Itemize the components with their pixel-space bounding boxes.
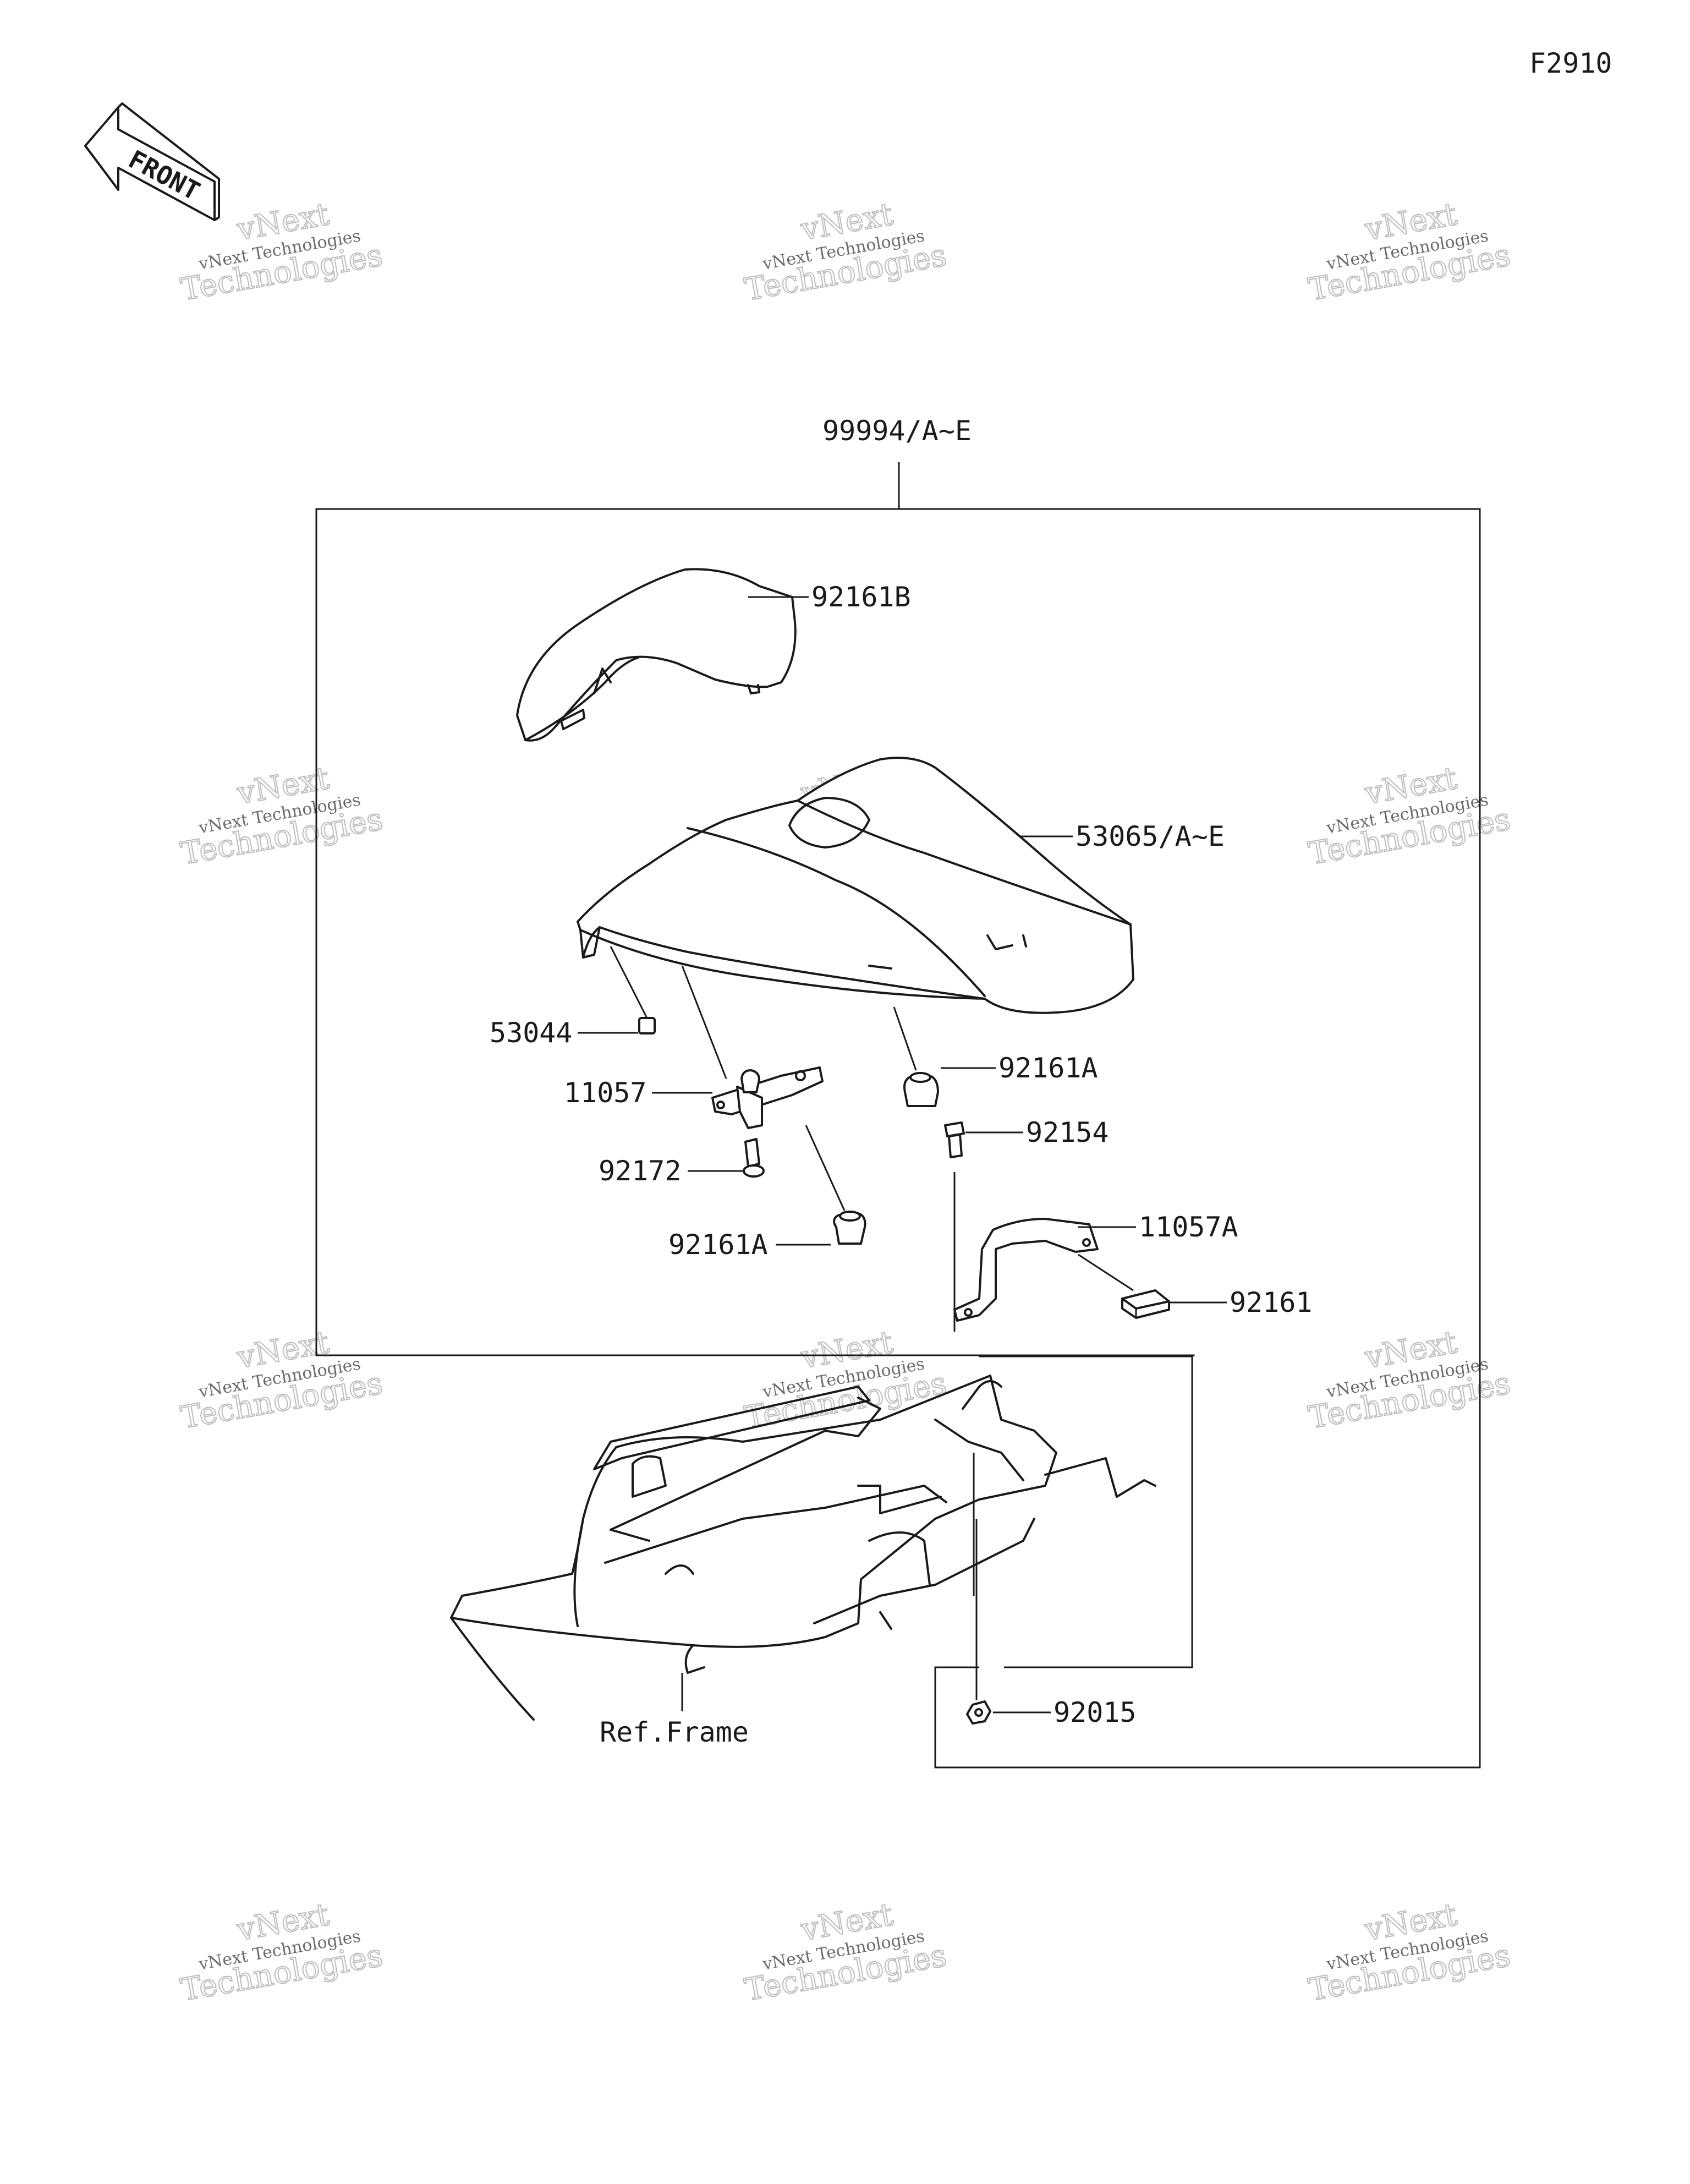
callout-99994: 99994/A~E (822, 415, 972, 447)
front-arrow-icon: FRONT (84, 102, 220, 221)
watermark: vNext vNext Technologies Technologies (1305, 196, 1513, 309)
callout-11057a: 11057A (1139, 1211, 1238, 1243)
callout-92161a-left: 92161A (668, 1229, 768, 1261)
bracket-11057 (681, 965, 824, 1129)
callout-53065: 53065/A~E (1076, 820, 1225, 852)
damper-92161 (1121, 1289, 1170, 1319)
callout-53044: 53044 (490, 1017, 573, 1049)
watermark: vNext vNext Technologies Technologies (742, 196, 950, 309)
watermark-group: vNext vNext Technologies Technologies vN… (178, 196, 1513, 2009)
callout-11057: 11057 (564, 1077, 647, 1109)
callout-92015: 92015 (1053, 1696, 1137, 1728)
damper-92161a-right (893, 1006, 939, 1107)
nut-92015 (966, 1519, 991, 1725)
watermark: vNext vNext Technologies Technologies (1305, 1896, 1513, 2009)
bolt-92154 (944, 1121, 965, 1332)
watermark: vNext vNext Technologies Technologies (742, 1896, 950, 2009)
callout-92161a-right: 92161A (998, 1052, 1098, 1084)
rear-frame (450, 1375, 1156, 1721)
bracket-11057a (953, 1218, 1134, 1322)
watermark: vNext vNext Technologies Technologies (178, 1324, 386, 1437)
watermark: vNext vNext Technologies Technologies (178, 760, 386, 873)
watermark: vNext vNext Technologies Technologies (178, 1896, 386, 2009)
damper-92161a-left (805, 1125, 866, 1245)
figure-id: F2910 (1529, 47, 1612, 79)
callout-92172: 92172 (599, 1155, 682, 1187)
seat-cowl (577, 757, 1134, 1014)
callout-92161: 92161 (1230, 1287, 1313, 1318)
screw-92172 (743, 1138, 765, 1178)
leader-lines (578, 596, 1227, 1714)
callout-ref-frame: Ref.Frame (600, 1716, 749, 1748)
assembly-box (315, 462, 1481, 1769)
nut-53044 (610, 946, 656, 1034)
seat-cover-pad (516, 568, 797, 742)
callout-92161b: 92161B (811, 581, 911, 613)
callout-92154: 92154 (1026, 1116, 1109, 1148)
